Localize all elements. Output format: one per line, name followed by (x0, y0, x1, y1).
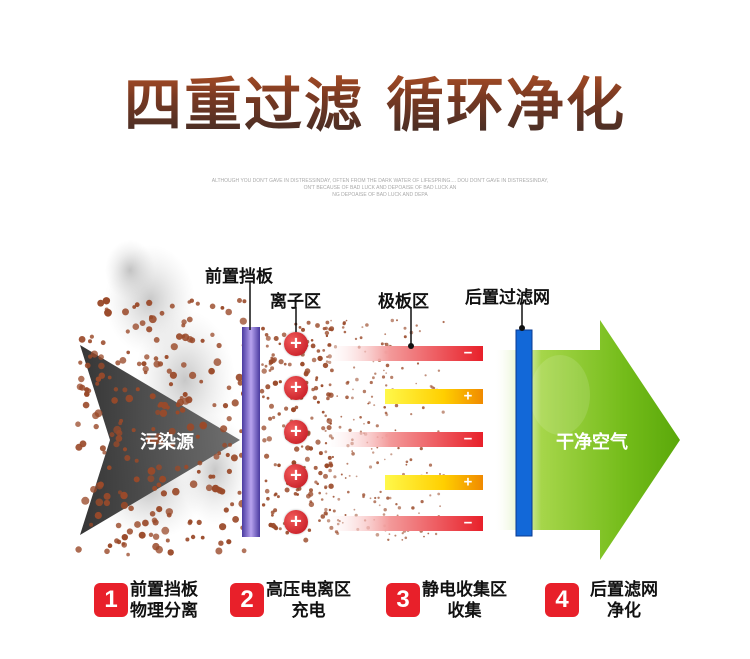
clean-air-arrow (495, 320, 680, 560)
legend-3-line-2: 收集 (447, 601, 482, 621)
plate-5 (327, 516, 483, 531)
plate-4 (385, 475, 483, 490)
plate-zone-label: 极板区 (378, 292, 429, 312)
pre-filter-bar (242, 327, 260, 537)
ion-charge-4: + (284, 464, 308, 488)
legend-1-text: 前置挡板 物理分离 (130, 580, 198, 622)
subtitle-line-3: NG DEPOAISE OF BAD LUCK AND DEPA (332, 192, 428, 198)
pre-filter-label: 前置挡板 (205, 267, 273, 287)
legend-4-line-1: 后置滤网 (590, 580, 658, 600)
plate-4-sign: + (463, 474, 473, 490)
legend-3-line-1: 静电收集区 (422, 580, 507, 600)
ion-charge-2: + (284, 376, 308, 400)
legend-1-line-2: 物理分离 (130, 601, 198, 621)
legend-4-line-2: 净化 (607, 601, 641, 621)
plate-3-sign: − (463, 431, 473, 447)
plate-2 (385, 389, 483, 404)
ion-charge-5: + (284, 510, 308, 534)
plate-3 (327, 432, 483, 447)
ion-zone-label: 离子区 (270, 292, 321, 312)
legend-3-number: 3 (386, 583, 420, 617)
legend-1-line-1: 前置挡板 (130, 580, 198, 600)
pollution-arrow (80, 345, 240, 535)
legend-2-line-1: 高压电离区 (266, 580, 351, 600)
subtitle-line-1: ALTHOUGH YOU DON'T GAVE IN DISTRESSINDAY… (211, 178, 549, 184)
legend-2-text: 高压电离区 充电 (266, 580, 351, 622)
ion-charge-1: + (284, 332, 308, 356)
subtitle-line-2: ON'T BECAUSE OF BAD LUCK AND DEPOAISE OF… (303, 185, 457, 191)
legend-4-number: 4 (545, 583, 579, 617)
plate-5-sign: − (463, 515, 473, 531)
legend-2-line-2: 充电 (291, 601, 326, 621)
plate-1 (327, 346, 483, 361)
clean-air-label: 干净空气 (556, 432, 628, 453)
legend-4-text: 后置滤网 净化 (590, 580, 658, 622)
post-filter-label: 后置过滤网 (465, 288, 550, 308)
decorative-subtitle: ALTHOUGH YOU DON'T GAVE IN DISTRESSINDAY… (200, 178, 560, 199)
plate-2-sign: + (463, 388, 473, 404)
legend-2-number: 2 (230, 583, 264, 617)
legend-1-number: 1 (94, 583, 128, 617)
post-filter-bar (515, 329, 533, 537)
pollution-source-label: 污染源 (140, 432, 194, 453)
ion-charge-3: + (284, 420, 308, 444)
legend-3-text: 静电收集区 收集 (422, 580, 507, 622)
plate-1-sign: − (463, 345, 473, 361)
